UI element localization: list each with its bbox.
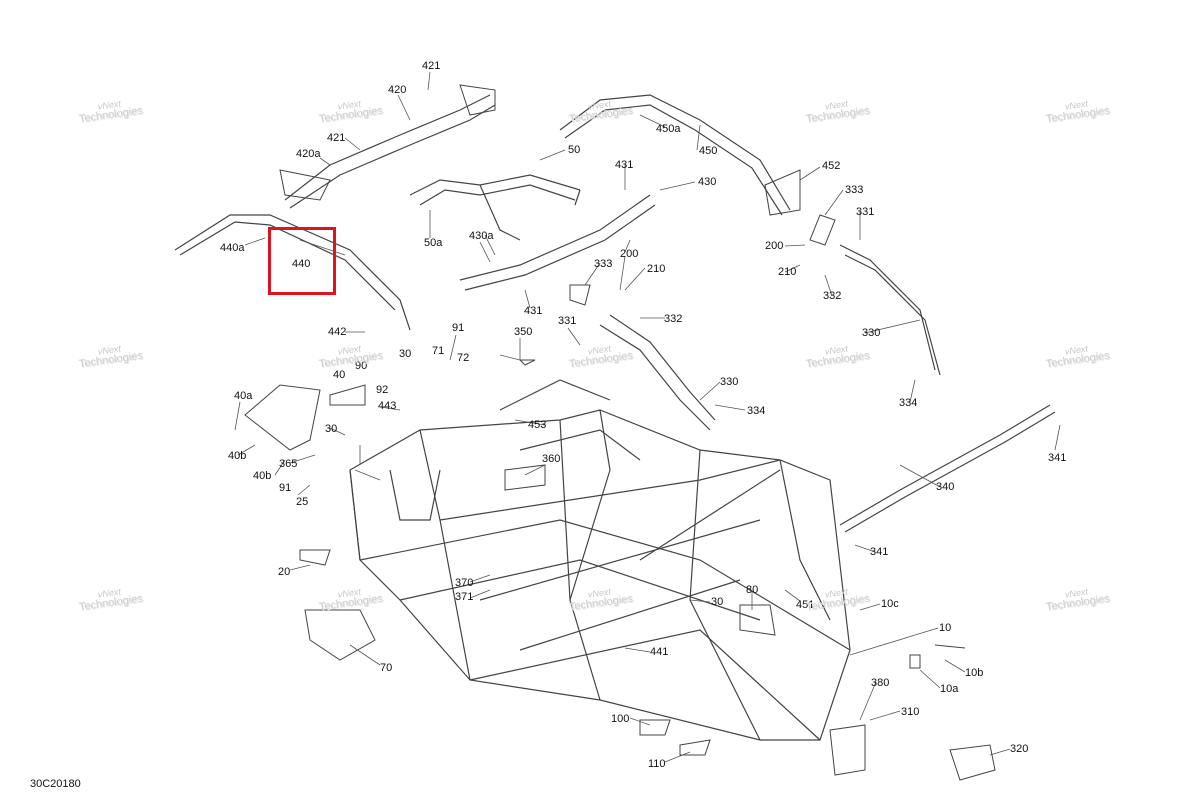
callout-label[interactable]: 330: [862, 327, 881, 339]
callout-label[interactable]: 200: [620, 248, 639, 260]
callout-label[interactable]: 72: [457, 352, 470, 364]
callout-label[interactable]: 431: [615, 159, 634, 171]
callout-label[interactable]: 340: [936, 481, 955, 493]
callout-label[interactable]: 92: [376, 384, 389, 396]
callout-label[interactable]: 420a: [296, 148, 321, 160]
callout-label[interactable]: 365: [279, 458, 298, 470]
callout-label[interactable]: 443: [378, 400, 397, 412]
callout-label[interactable]: 200: [765, 240, 784, 252]
callout-label[interactable]: 450: [699, 145, 718, 157]
callout-label[interactable]: 430a: [469, 230, 494, 242]
callout-label[interactable]: 25: [296, 496, 309, 508]
callout-label[interactable]: 334: [899, 397, 918, 409]
callout-label[interactable]: 371: [455, 591, 474, 603]
callout-label[interactable]: 310: [901, 706, 920, 718]
callout-label[interactable]: 431: [524, 305, 543, 317]
callout-label[interactable]: 370: [455, 577, 474, 589]
callout-label[interactable]: 453: [528, 419, 547, 431]
main-frame: [349, 379, 851, 741]
callout-label[interactable]: 90: [355, 360, 368, 372]
leader-lines: [234, 71, 1061, 763]
callout-label[interactable]: 40a: [234, 390, 253, 402]
callout-label[interactable]: 440a: [220, 242, 245, 254]
callout-label[interactable]: 332: [823, 290, 842, 302]
callout-label[interactable]: 451: [796, 599, 815, 611]
callout-label[interactable]: 91: [452, 322, 465, 334]
callout-label[interactable]: 30: [399, 348, 412, 360]
callout-label[interactable]: 331: [558, 315, 577, 327]
callout-label[interactable]: 360: [542, 453, 561, 465]
highlight-box: [268, 227, 336, 295]
callout-label[interactable]: 441: [650, 646, 669, 658]
callout-label[interactable]: 91: [279, 482, 292, 494]
callout-label[interactable]: 421: [327, 132, 346, 144]
callout-label[interactable]: 30: [711, 596, 724, 608]
callout-label[interactable]: 350: [514, 326, 533, 338]
callout-label[interactable]: 440: [292, 258, 311, 270]
callout-label[interactable]: 334: [747, 405, 766, 417]
callout-label[interactable]: 10b: [965, 667, 984, 679]
callout-label[interactable]: 71: [432, 345, 445, 357]
callout-label[interactable]: 442: [328, 326, 347, 338]
callout-label[interactable]: 40b: [253, 470, 272, 482]
callout-label[interactable]: 50: [568, 144, 581, 156]
callout-label[interactable]: 10c: [881, 598, 899, 610]
callout-label[interactable]: 341: [870, 546, 889, 558]
callout-label[interactable]: 210: [647, 263, 666, 275]
callout-label[interactable]: 70: [380, 662, 393, 674]
callout-label[interactable]: 452: [822, 160, 841, 172]
callout-label[interactable]: 333: [845, 184, 864, 196]
roll-cage-parts: [174, 94, 1056, 533]
callout-label[interactable]: 420: [388, 84, 407, 96]
callout-label[interactable]: 330: [720, 376, 739, 388]
drawing-code: 30C20180: [30, 778, 81, 790]
callout-label[interactable]: 50a: [424, 237, 443, 249]
callout-label[interactable]: 110: [648, 758, 666, 770]
callout-label[interactable]: 332: [664, 313, 683, 325]
callout-label[interactable]: 30: [325, 423, 338, 435]
callout-label[interactable]: 430: [698, 176, 717, 188]
callout-label[interactable]: 331: [856, 206, 875, 218]
callout-label[interactable]: 40: [333, 369, 346, 381]
callout-label[interactable]: 341: [1048, 452, 1067, 464]
small-components: [244, 84, 996, 781]
callout-label[interactable]: 20: [278, 566, 291, 578]
callout-label[interactable]: 40b: [228, 450, 247, 462]
callout-label[interactable]: 210: [778, 266, 797, 278]
callout-label[interactable]: 100: [611, 713, 630, 725]
callout-label[interactable]: 320: [1010, 743, 1029, 755]
callout-label[interactable]: 10a: [940, 683, 959, 695]
callout-label[interactable]: 421: [422, 60, 441, 72]
callout-label[interactable]: 380: [871, 677, 890, 689]
callout-label[interactable]: 10: [939, 622, 952, 634]
callout-label[interactable]: 80: [746, 584, 759, 596]
callout-label[interactable]: 333: [594, 258, 613, 270]
callout-label[interactable]: 450a: [656, 123, 681, 135]
